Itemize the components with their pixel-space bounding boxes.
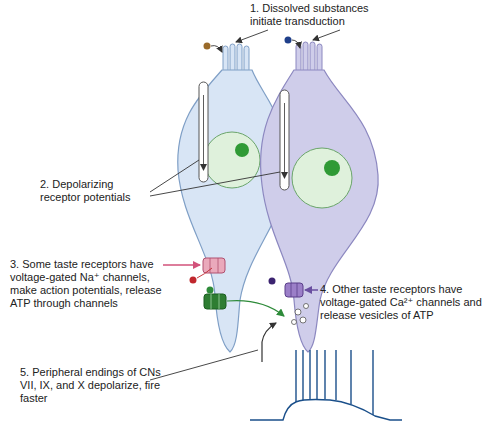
leader-line [313,30,340,40]
action-potential-trace [250,350,402,420]
calcium-channel [269,278,319,325]
callout-label: 5. Peripheral endings of CNs VII, IX, an… [20,366,180,405]
leader-line [150,160,199,192]
nerve-ending [262,323,276,362]
callout-label: 2. Depolarizing receptor potentials [40,178,152,204]
leader-line [150,172,280,196]
atp-channel [204,287,284,317]
leader-line [236,30,268,42]
tastant-molecules [204,37,301,53]
callout-label: 3. Some taste receptors have voltage-gat… [10,258,162,310]
callout-label: 4. Other taste receptors have voltage-ga… [320,283,485,322]
callout-label: 1. Dissolved substances initiate transdu… [250,2,395,28]
sodium-channel [163,258,225,284]
leader-line [150,350,258,380]
